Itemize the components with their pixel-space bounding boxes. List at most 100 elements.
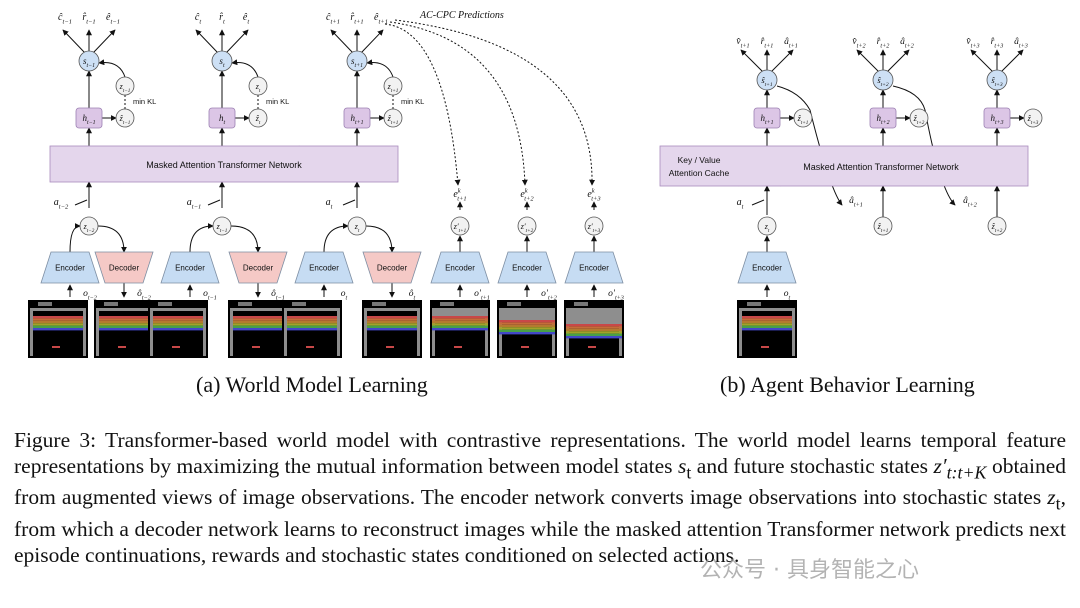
frame-brick-row (367, 328, 417, 331)
future-2-obs-label: o′t+2 (541, 289, 557, 301)
step-a-2-recon-label: ôt−1 (271, 289, 285, 301)
future-3-z-node (584, 216, 604, 236)
b-zhat-in-2-label: ẑt+2 (991, 222, 1003, 234)
frame-left-wall (284, 308, 287, 356)
step-b-2-output-arrow (856, 49, 880, 73)
step-b-3-output-3: ât+3 (1014, 37, 1028, 49)
b-zhat-in-1 (873, 216, 893, 236)
b-action-main: a (737, 197, 742, 208)
frame-brick-row (499, 320, 555, 323)
step-a-3-action-sub: t (331, 204, 333, 211)
step-a-1-output-2-main: r̂ (82, 12, 86, 23)
frame-brick-row (432, 328, 488, 331)
frame-brick-row (99, 318, 149, 321)
frame-brick-row (566, 331, 622, 334)
step-b-1-output-2-main: r̂ (761, 36, 765, 47)
step-b-1-output-3: ât+1 (784, 37, 798, 49)
future-3-obs-label-sub: t+3 (615, 295, 624, 301)
step-a-3-z-to-dec (365, 225, 395, 253)
future-1-obs-label-main: o′ (474, 289, 482, 299)
step-a-3-obs-label-main: o (341, 289, 346, 299)
step-b-3-output-3-main: â (1014, 37, 1019, 47)
frame-brick-row (566, 324, 622, 327)
step-a-2-action: at−1 (187, 197, 201, 211)
b-z-node-label: zt (764, 222, 770, 234)
future-3-encoder (564, 251, 624, 284)
step-a-2-encoder (160, 251, 220, 284)
step-a-3-output-1-sub: t+1 (331, 19, 340, 26)
step-a-2-z-node-label-sub: t (259, 88, 261, 94)
ac-cpc-annotation: AC-CPC Predictions (419, 10, 504, 21)
subcaption-b: (b) Agent Behavior Learning (720, 372, 975, 397)
frame-score (440, 302, 454, 306)
step-b-1-output-2-sub: t+1 (764, 43, 773, 49)
frame-score (38, 302, 52, 306)
frame-paddle (521, 346, 529, 348)
future-2-obs-label-main: o′ (541, 289, 549, 299)
step-a-1-zin-node-label-main: z (83, 222, 88, 231)
frame-brick-row (233, 318, 283, 321)
step-a-2-z-node-label: zt (255, 82, 261, 94)
frame-right-wall (203, 308, 206, 356)
frame-paddle (386, 346, 394, 348)
frame-brick-row (499, 332, 555, 335)
loop-arrow-1 (776, 85, 843, 206)
transformer-band-b (659, 145, 1029, 187)
step-a-2-decoder (228, 251, 288, 284)
frame-brick-row (153, 320, 203, 324)
step-a-1-output-2-sub: t−1 (86, 19, 95, 26)
step-a-1-zhat-node (115, 108, 135, 128)
step-a-1-zin-node-label: zt−2 (83, 222, 95, 234)
step-a-1-h-box (75, 107, 103, 129)
step-b-3-s-node-label-main: ŝ (991, 75, 995, 85)
step-b-2-h-box (869, 107, 897, 129)
frame-right-wall (83, 308, 86, 356)
step-a-3-enc-to-z (323, 223, 349, 253)
step-a-2-s-node-label: st (219, 56, 225, 69)
frame-brick-row (33, 320, 83, 324)
b-ahat-2: ât+2 (963, 196, 977, 208)
step-a-2-s-node (211, 50, 233, 72)
step-a-1-zin-node-label-sub: t−2 (87, 228, 95, 234)
b-zhat-in-1-label: ẑt+1 (877, 222, 889, 234)
b-action-sub: t (742, 204, 744, 211)
step-a-2-zhat-node-label: ẑt (255, 114, 261, 126)
step-a-1-zhat-node-label-main: ẑ (119, 114, 124, 123)
loop-arrow-2 (892, 85, 956, 206)
future-1-z-node (450, 216, 470, 236)
step-a-2-obs-frame (148, 300, 208, 358)
frame-brick-row (566, 333, 622, 336)
step-a-3-output-arrow (360, 29, 384, 54)
b-zhat-in-2-label-main: ẑ (991, 222, 996, 231)
future-1-e-label-main: e (453, 189, 458, 200)
step-a-3-zin-node (347, 216, 367, 236)
step-b-2-output-1-sub: t+2 (857, 43, 866, 49)
step-a-3-recon-label-main: ô (409, 289, 414, 299)
step-a-2-zhat-node-label-main: ẑ (255, 114, 260, 123)
step-b-3-output-arrow (1000, 49, 1024, 73)
step-b-3-zhat-node (1023, 108, 1043, 128)
b-action-arrow (751, 199, 765, 206)
step-a-3-output-1-main: ĉ (326, 12, 331, 23)
step-a-3-s-node-label: st+1 (351, 56, 363, 69)
step-a-2-encoder-label: Encoder (175, 264, 205, 273)
step-b-2-s-node-label: ŝt+2 (877, 75, 889, 88)
step-a-2-z-to-s (231, 59, 259, 78)
step-a-2-zhat-node (248, 108, 268, 128)
step-a-1-recon-frame (94, 300, 154, 358)
step-b-1-s-node-label-sub: t+1 (765, 82, 773, 88)
step-a-3-obs-label-sub: t (346, 295, 348, 301)
step-a-1-encoder (40, 251, 100, 284)
frame-brick-row (99, 320, 149, 324)
step-b-2-h-box-label-main: h (877, 113, 882, 123)
b-z-node-label-sub: t (768, 228, 770, 234)
step-a-2-h-box (208, 107, 236, 129)
step-a-1-output-1-sub: t−1 (63, 19, 72, 26)
step-a-2-output-2-sub: t (223, 19, 225, 26)
frame-left-wall (432, 308, 435, 356)
step-a-3-output-3-main: ê (374, 12, 379, 23)
step-a-1-zhat-node-label: ẑt−1 (119, 114, 131, 126)
frame-brick-row (233, 328, 283, 331)
step-b-1-output-1-main: v̂ (736, 36, 741, 47)
